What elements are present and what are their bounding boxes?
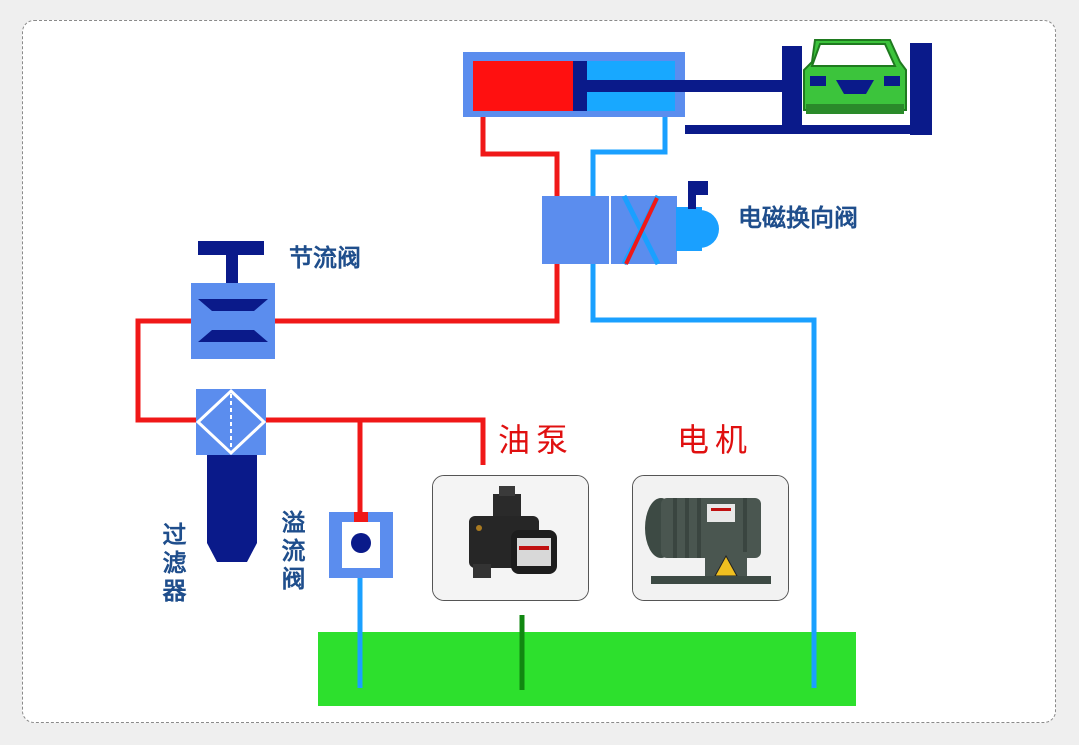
- car-icon: [782, 39, 932, 135]
- oil-pump-drawing: [433, 476, 588, 600]
- label-oil-pump: 油泵: [498, 421, 575, 459]
- label-filter: 过滤器: [158, 522, 186, 606]
- hydraulic-cylinder: [463, 52, 932, 134]
- motor-drawing: [633, 476, 788, 600]
- label-throttle-valve: 节流阀: [289, 244, 361, 272]
- solenoid-directional-valve: [542, 181, 719, 266]
- label-motor: 电机: [677, 421, 754, 459]
- filter: [195, 388, 267, 562]
- oil-tank: [318, 632, 856, 706]
- oil-pump-photo: [432, 475, 589, 601]
- pressure-line-main: [135, 112, 560, 423]
- label-relief-valve: 溢流阀: [277, 510, 305, 594]
- pressure-line-pump: [265, 417, 486, 465]
- relief-valve: [329, 512, 393, 578]
- label-solenoid-valve: 电磁换向阀: [738, 204, 858, 232]
- throttle-valve: [191, 241, 275, 359]
- motor-photo: [632, 475, 789, 601]
